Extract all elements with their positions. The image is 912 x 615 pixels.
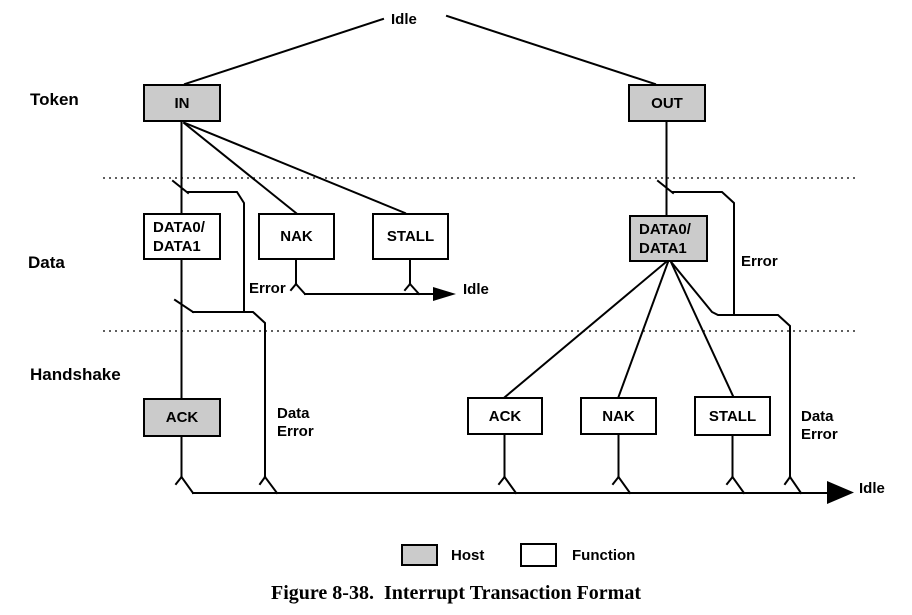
idle-bottom-label: Idle — [859, 480, 885, 497]
stall-box-left-label: STALL — [386, 228, 435, 245]
data-error-right-jog — [783, 475, 803, 495]
ack-box-left-label: ACK — [165, 409, 199, 426]
in-jog-tick — [171, 179, 190, 195]
function-legend-label: Function — [572, 547, 636, 564]
data-error-left-label: Data Error — [277, 405, 314, 440]
in-transaction-lines — [171, 121, 456, 495]
data01-to-stall-right-line — [669, 260, 735, 398]
stall-left-jog — [403, 282, 421, 296]
host-legend-label: Host — [451, 547, 485, 564]
out-token-box-label: OUT — [651, 94, 683, 112]
out-transaction-lines — [192, 121, 854, 504]
function-legend-swatch — [520, 543, 557, 567]
error-right-label: Error — [741, 253, 778, 270]
idle-to-out-line — [445, 14, 657, 86]
data-stage-label: Data — [28, 253, 65, 272]
data01-to-ack-right-line — [503, 260, 668, 399]
nak-box-right: NAK — [580, 397, 657, 435]
data-error-left-jog — [258, 475, 279, 495]
nak-right-jog — [611, 475, 632, 495]
error-left-label: Error — [249, 280, 286, 297]
stall-box-left: STALL — [372, 213, 449, 260]
handshake-stage-label: Handshake — [30, 365, 121, 384]
host-legend-swatch — [401, 544, 438, 566]
stall-box-right: STALL — [694, 396, 771, 436]
data01-box-right-label: DATA0/ DATA1 — [639, 220, 691, 257]
nak-box-left-label: NAK — [280, 228, 313, 245]
stall-right-jog — [725, 475, 746, 495]
bottom-idle-arrowhead — [827, 481, 854, 504]
idle-top-label: Idle — [391, 11, 417, 28]
data01-box-left: DATA0/ DATA1 — [143, 213, 221, 260]
ack-box-right-label: ACK — [488, 407, 522, 425]
out-jog-tick — [656, 179, 675, 195]
in-error-branch-line — [187, 191, 245, 313]
data01-to-nak-right-line — [617, 260, 670, 399]
data01-box-right: DATA0/ DATA1 — [629, 215, 708, 262]
stall-box-right-label: STALL — [708, 407, 757, 425]
nak-box-right-label: NAK — [602, 407, 635, 425]
data-error-right-label: Data Error — [801, 408, 838, 443]
ack-left-jog — [174, 475, 195, 495]
idle-to-in-line — [183, 17, 385, 86]
data-error-right-line — [670, 261, 791, 478]
idle-mid-label: Idle — [463, 281, 489, 298]
in-to-stall-line — [183, 121, 407, 215]
nak-box-left: NAK — [258, 213, 335, 260]
idle-entry-lines — [183, 14, 657, 86]
token-stage-label: Token — [30, 90, 79, 109]
ack-box-right: ACK — [467, 397, 543, 435]
nak-left-jog — [289, 282, 307, 296]
out-token-box: OUT — [628, 84, 706, 122]
in-token-box-label: IN — [174, 94, 190, 112]
data01-branch-tick — [173, 298, 195, 314]
data01-box-left-label: DATA0/ DATA1 — [153, 218, 205, 255]
ack-box-left: ACK — [143, 398, 221, 437]
in-token-box: IN — [143, 84, 221, 122]
ack-right-jog — [497, 475, 518, 495]
figure-caption: Figure 8-38. Interrupt Transaction Forma… — [271, 582, 641, 604]
in-to-nak-line — [182, 121, 298, 215]
data-error-left-line — [192, 311, 266, 478]
out-error-branch-line — [672, 191, 735, 316]
mid-idle-arrowhead — [433, 287, 456, 301]
